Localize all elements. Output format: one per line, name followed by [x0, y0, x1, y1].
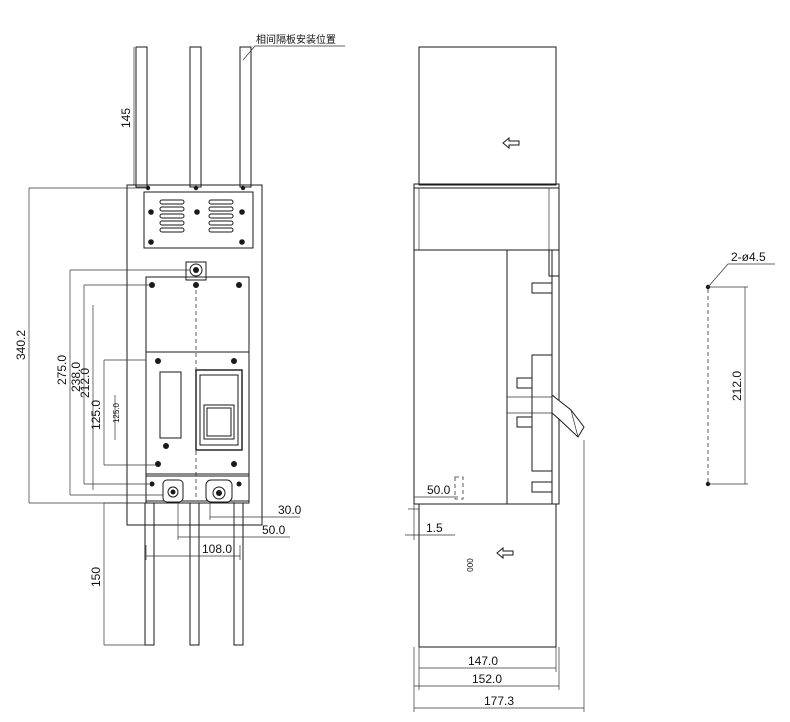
upper-terminal-box	[418, 46, 557, 186]
side-dim-1-5-label: 1.5	[426, 521, 443, 535]
hole-dim-212-label: 212.0	[730, 371, 744, 401]
top-terminal-cover	[143, 185, 254, 249]
dim-238-label: 238.0	[69, 362, 83, 392]
bottom-terminals	[145, 475, 250, 504]
top-mounting-screw	[185, 261, 207, 281]
dim-150-label: 150	[89, 567, 103, 587]
mounting-hole-detail	[705, 263, 775, 487]
body-screws	[149, 282, 242, 288]
dimension-30	[209, 502, 300, 520]
breaker-body	[145, 276, 250, 502]
dim-212-label: 212.0	[78, 368, 92, 398]
operating-handle[interactable]	[195, 369, 243, 451]
upper-busbars	[135, 46, 252, 188]
side-dim-147-label: 147.0	[468, 654, 498, 668]
dimension-50	[177, 502, 290, 540]
dimension-238	[83, 284, 149, 485]
dimension-150	[103, 502, 145, 646]
rating-marking: 000	[466, 558, 475, 572]
side-view: 000 50.0 1.5 147.0 152.0 177.3	[405, 46, 585, 712]
separator-note-leader	[242, 45, 345, 61]
dim-125-label: 125.0	[89, 400, 103, 430]
dimension-275	[69, 269, 190, 496]
side-body	[413, 187, 560, 505]
hole-spec-label: 2-ø4.5	[731, 250, 766, 264]
dim-30-label: 30.0	[278, 503, 302, 517]
side-dim-177-3	[414, 440, 585, 712]
dimension-340	[28, 187, 147, 504]
lower-busbars	[144, 502, 244, 646]
lower-arrow-icon	[496, 546, 514, 560]
dim-50-label: 50.0	[262, 523, 286, 537]
mounting-plate	[126, 184, 263, 526]
side-dim-50-label: 50.0	[427, 483, 451, 497]
dim-275-label: 275.0	[55, 355, 69, 385]
handle-side-icon	[551, 393, 585, 438]
dimension-108	[145, 545, 241, 560]
front-view: 相间隔板安装位置	[14, 33, 345, 646]
side-dim-152	[413, 647, 560, 712]
dim-145-label: 145	[119, 108, 133, 128]
dim-108-label: 108.0	[202, 542, 232, 556]
front-cover	[145, 351, 250, 475]
dim-340-label: 340.2	[14, 330, 28, 360]
dimension-125	[103, 359, 155, 466]
separator-note-label: 相间隔板安装位置	[256, 33, 336, 46]
upper-arrow-icon	[502, 136, 520, 150]
side-dim-147	[418, 647, 557, 690]
side-dim-152-label: 152.0	[472, 672, 502, 686]
dim-125-small-label: 125.0	[112, 402, 121, 423]
side-dim-177-3-label: 177.3	[484, 694, 514, 708]
lower-terminal-box	[418, 503, 557, 648]
